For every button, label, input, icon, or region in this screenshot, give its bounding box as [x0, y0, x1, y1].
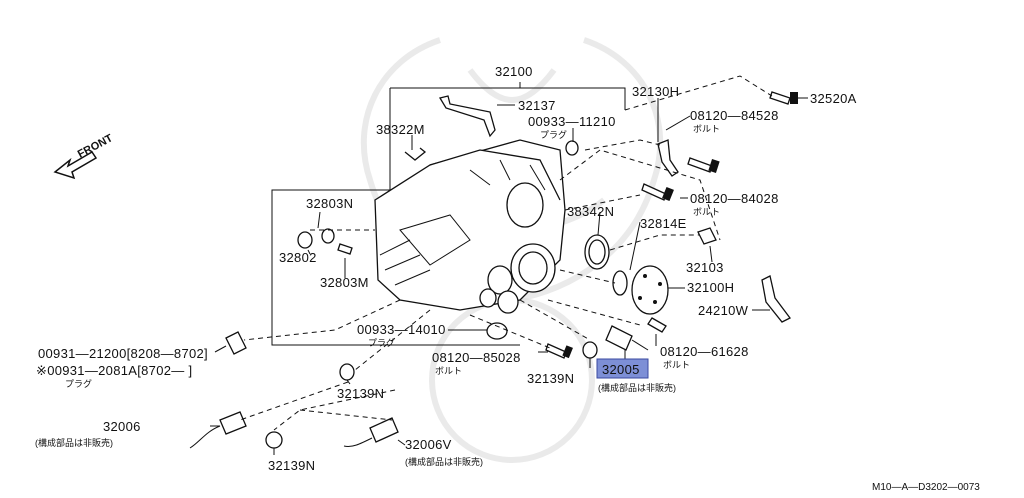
label-00933-11210: 00933—11210 [528, 114, 616, 129]
sub-08120-84528: ボルト [693, 124, 720, 134]
bolt-08120-84028 [641, 183, 674, 202]
part-32139N-mid [339, 363, 355, 381]
label-00931-2081A: ※00931—2081A[8702— ] [36, 363, 192, 378]
sub-32006: (構成部品は非販売) [35, 437, 113, 448]
label-32139N-bottom: 32139N [268, 458, 315, 473]
front-arrow-icon [53, 150, 98, 180]
label-32137: 32137 [518, 98, 556, 113]
part-00933-11210 [565, 140, 579, 156]
part-38342N [584, 234, 610, 270]
part-00933-14010 [486, 322, 508, 340]
leader-lines [210, 97, 808, 455]
sub-32006V: (構成部品は非販売) [405, 456, 483, 467]
part-32006 [189, 411, 247, 449]
label-32802: 32802 [279, 250, 317, 265]
label-32520A: 32520A [810, 91, 857, 106]
label-32803N-top: 32803N [306, 196, 353, 211]
label-32103: 32103 [686, 260, 724, 275]
sub-08120-84028: ボルト [693, 207, 720, 217]
part-32137 [438, 95, 496, 138]
label-32005: 32005 [602, 362, 640, 377]
part-32803N-a [321, 228, 335, 244]
label-32100H: 32100H [687, 280, 734, 295]
dashed-guides [239, 75, 773, 431]
bolt-08120-84528 [687, 157, 720, 173]
part-32006V [343, 417, 399, 447]
part-32814E [612, 270, 628, 296]
label-08120-61628: 08120—61628 [660, 344, 749, 359]
part-32803M [337, 243, 353, 255]
diagram-code: M10—A—D3202—0073 [872, 482, 980, 493]
bolt-08120-61628 [647, 317, 667, 333]
part-32100H [631, 265, 669, 315]
label-32100: 32100 [495, 64, 533, 79]
sub-00933-11210: プラグ [540, 129, 567, 140]
label-32006V: 32006V [405, 437, 452, 452]
label-32803M: 32803M [320, 275, 369, 290]
part-32103 [697, 227, 717, 245]
bolt-08120-85028 [545, 343, 573, 359]
label-08120-85028: 08120—85028 [432, 350, 521, 365]
sub-08120-85028: ボルト [435, 366, 462, 376]
part-32130H [657, 139, 679, 177]
label-08120-84528: 08120—84528 [690, 108, 779, 123]
housing-outline [271, 82, 626, 346]
sub-00931-2081A: プラグ [65, 378, 92, 389]
label-00933-14010: 00933—14010 [357, 322, 446, 337]
transmission-housing [374, 139, 566, 314]
bolt-32520A [769, 91, 798, 105]
sub-00933-14010: プラグ [368, 337, 395, 348]
label-24210W: 24210W [698, 303, 749, 318]
sub-32005: (構成部品は非販売) [598, 382, 676, 393]
part-32139N-bottom [265, 431, 283, 449]
label-32814E: 32814E [640, 216, 687, 231]
label-00931-21200: 00931—21200[8208—8702] [38, 346, 208, 361]
part-00931-21200 [225, 331, 247, 355]
label-32006: 32006 [103, 419, 141, 434]
label-32130H: 32130H [632, 84, 679, 99]
part-32005 [605, 325, 649, 351]
part-38322M [404, 147, 427, 161]
highlight-32005 [596, 358, 649, 379]
part-24210W [761, 275, 791, 323]
label-32139N-right: 32139N [527, 371, 574, 386]
label-08120-84028: 08120—84028 [690, 191, 779, 206]
sub-08120-61628: ボルト [663, 360, 690, 370]
label-38322M: 38322M [376, 122, 425, 137]
part-32139N-right [582, 341, 598, 359]
part-32802 [297, 231, 313, 249]
label-38342N: 38342N [567, 204, 614, 219]
label-32139N-mid: 32139N [337, 386, 384, 401]
